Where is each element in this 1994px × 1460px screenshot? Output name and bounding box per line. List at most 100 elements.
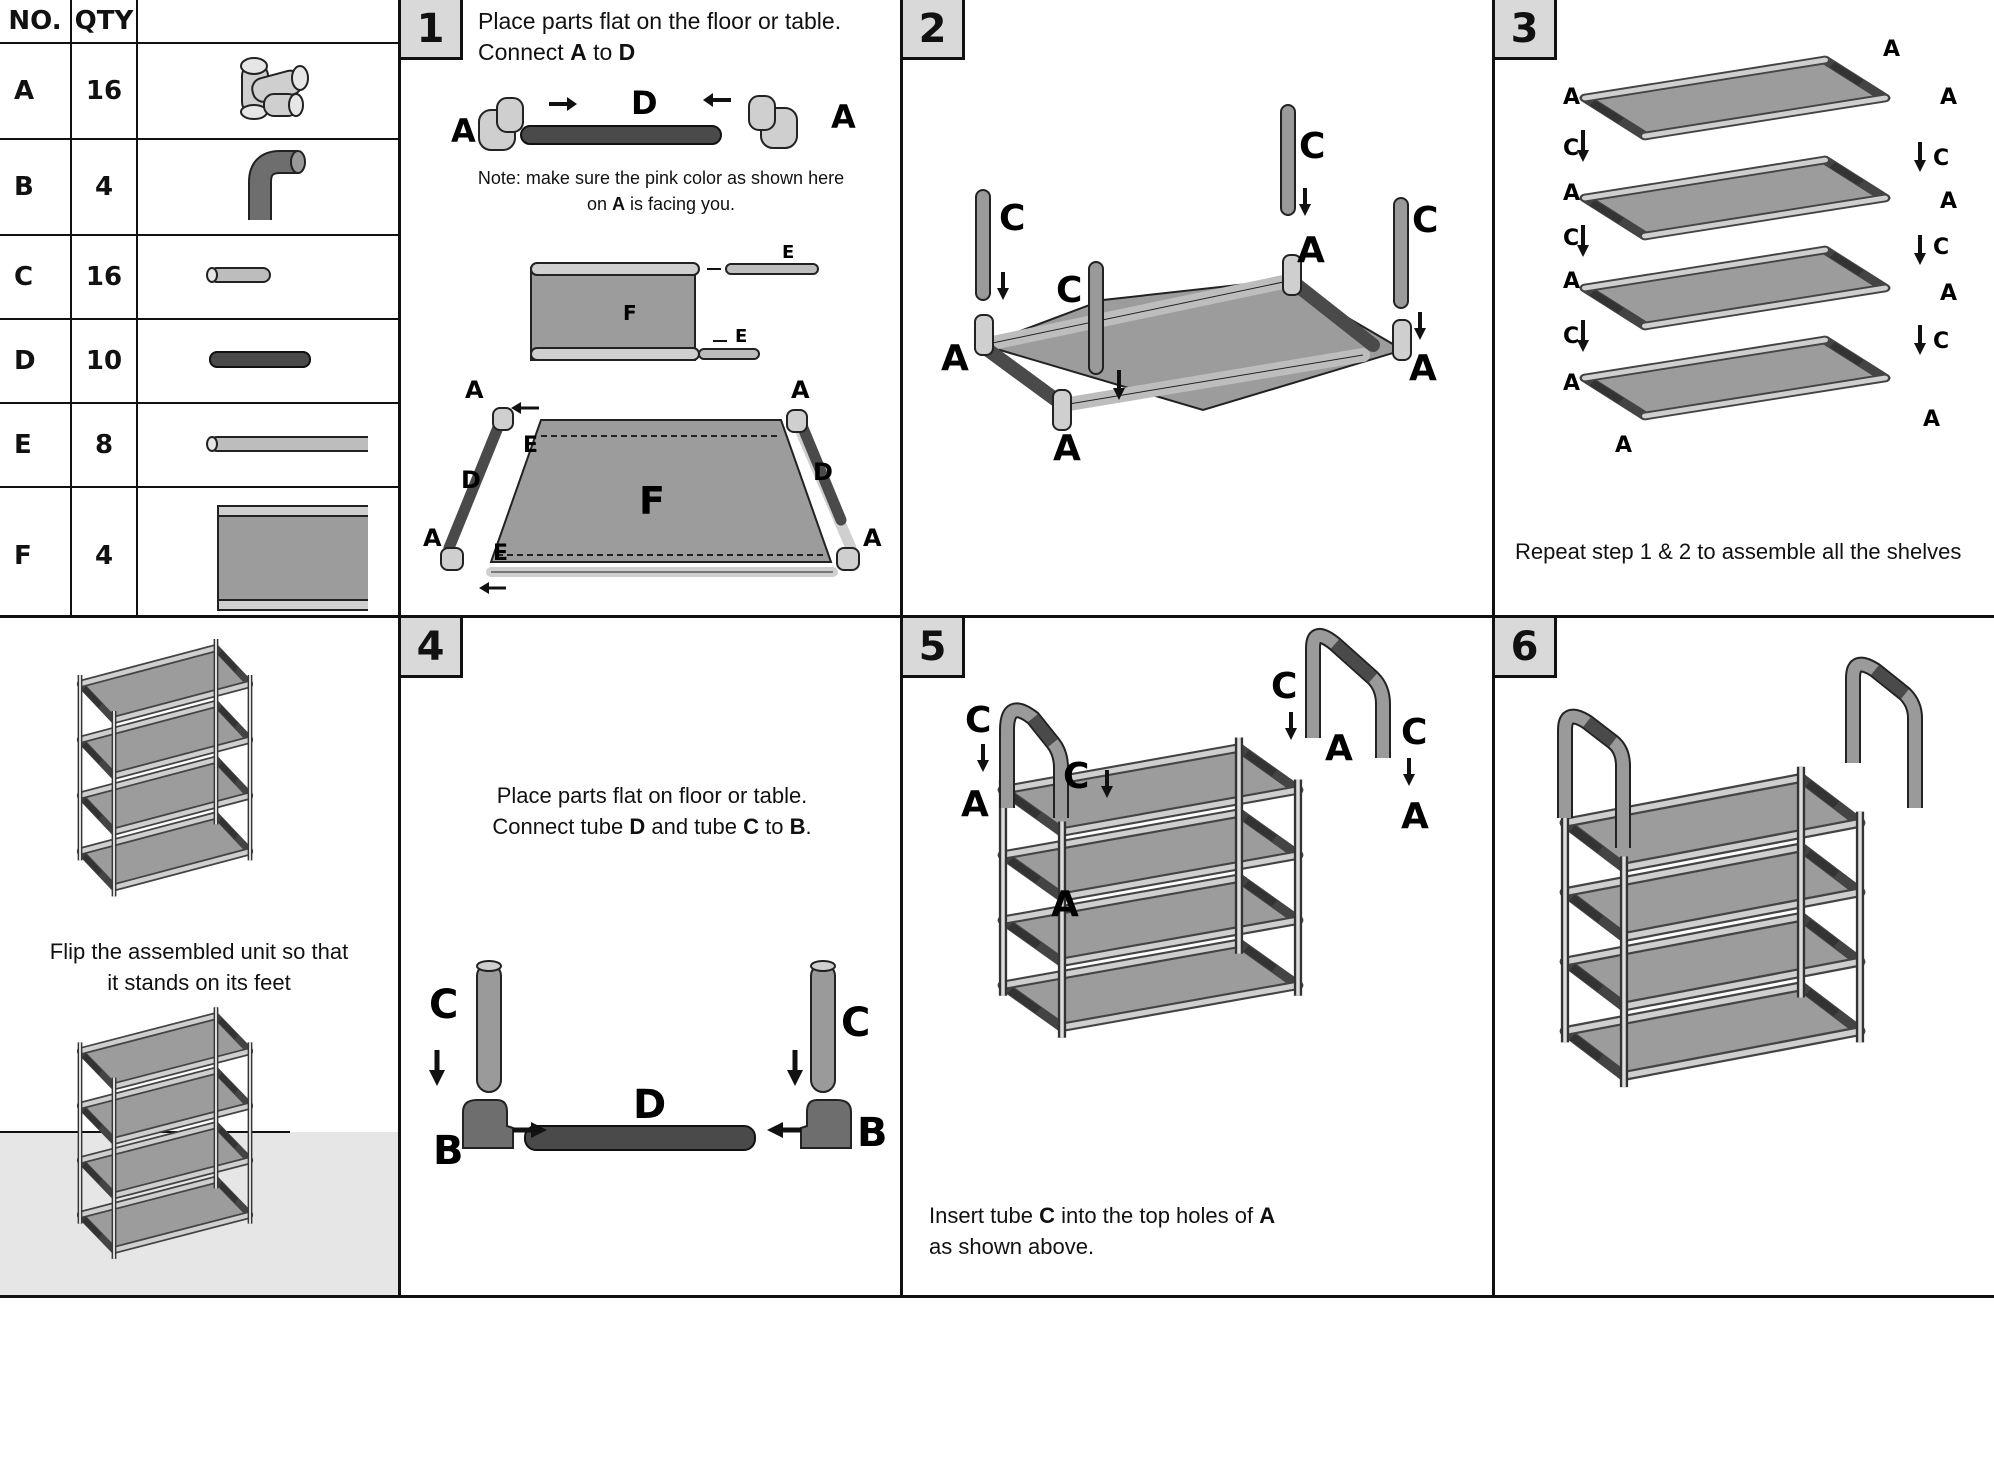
label-a: A bbox=[1563, 85, 1580, 110]
label-c: C bbox=[1933, 329, 1949, 354]
arrow-down-icon bbox=[1577, 245, 1589, 257]
step-number-badge: 6 bbox=[1495, 618, 1557, 678]
flip-panel: Flip the assembled unit so that it stand… bbox=[0, 618, 401, 1298]
arrow-left-icon bbox=[479, 582, 489, 594]
header-picture bbox=[136, 0, 398, 44]
step-6-illustration bbox=[1557, 656, 1923, 1298]
arrow-down-icon bbox=[429, 1070, 445, 1086]
table-row: D 10 bbox=[0, 318, 398, 404]
step-3-panel: 3 A A A C A C A C A C C C A A A bbox=[1495, 0, 1994, 618]
part-no: F bbox=[0, 486, 72, 615]
label-d: D bbox=[461, 466, 481, 494]
arrow-down-icon bbox=[977, 760, 989, 772]
label-a: A bbox=[423, 524, 442, 552]
elbow-connector-icon bbox=[136, 138, 398, 236]
short-tube-icon bbox=[136, 234, 398, 320]
fabric-f-icon bbox=[530, 267, 696, 361]
table-row: F 4 bbox=[0, 486, 398, 615]
parts-list-panel: NO. QTY A 16 bbox=[0, 0, 401, 618]
part-qty: 4 bbox=[70, 486, 138, 615]
label-c: C bbox=[965, 700, 991, 741]
arrow-left-icon bbox=[767, 1122, 783, 1138]
step-5-illustration: C C C C A A A A bbox=[961, 628, 1429, 1298]
table-row: A 16 bbox=[0, 42, 398, 140]
tube-c-icon bbox=[810, 963, 836, 1093]
part-no: C bbox=[0, 234, 72, 320]
header-no: NO. bbox=[0, 0, 72, 44]
label-e: E bbox=[493, 541, 508, 566]
label-a: A bbox=[1051, 884, 1079, 925]
part-no: E bbox=[0, 402, 72, 488]
label-d: D bbox=[631, 84, 658, 122]
label-c: C bbox=[1933, 146, 1949, 171]
tube-d-icon bbox=[524, 1125, 756, 1151]
label-c: C bbox=[1056, 270, 1082, 311]
arrow-down-icon bbox=[1113, 388, 1125, 400]
part-no: B bbox=[0, 138, 72, 236]
arrow-right-icon bbox=[567, 97, 577, 111]
label-a: A bbox=[961, 784, 989, 825]
connector-a-left-icon bbox=[478, 97, 524, 151]
label-a: A bbox=[1883, 37, 1900, 62]
part-qty: 8 bbox=[70, 402, 138, 488]
step-3-caption: Repeat step 1 & 2 to assemble all the sh… bbox=[1515, 539, 1962, 564]
arrow-left-icon bbox=[511, 402, 521, 414]
label-a: A bbox=[1940, 85, 1957, 110]
arrow-down-icon bbox=[1914, 253, 1926, 265]
label-c: C bbox=[1401, 712, 1427, 753]
label-c: C bbox=[1412, 200, 1438, 241]
label-c: C bbox=[999, 198, 1025, 239]
arrow-down-icon bbox=[1101, 786, 1113, 798]
label-e: E bbox=[523, 433, 538, 458]
part-qty: 10 bbox=[70, 318, 138, 404]
label-b: B bbox=[433, 1128, 464, 1174]
step-5-panel: 5 C C C C A A A A Insert tube C into the… bbox=[903, 618, 1495, 1298]
label-a: A bbox=[1297, 230, 1325, 271]
label-a: A bbox=[1615, 433, 1632, 458]
step-1-instruction: Place parts flat on the floor or table. … bbox=[478, 6, 841, 68]
label-c: C bbox=[1299, 126, 1325, 167]
label-a: A bbox=[1940, 189, 1957, 214]
step-2-panel: 2 C C C C A A A bbox=[903, 0, 1495, 618]
label-c: C bbox=[1271, 666, 1297, 707]
tube-c-icon bbox=[1393, 197, 1409, 309]
arrow-left-icon bbox=[703, 93, 713, 107]
parts-table: NO. QTY A 16 bbox=[0, 0, 398, 615]
label-a: A bbox=[1401, 796, 1429, 837]
label-a: A bbox=[465, 376, 484, 404]
table-row: B 4 bbox=[0, 138, 398, 236]
label-c: C bbox=[429, 982, 458, 1028]
dark-tube-icon bbox=[136, 318, 398, 404]
header-qty: QTY bbox=[70, 0, 138, 44]
step-1-note: Note: make sure the pink color as shown … bbox=[477, 168, 845, 214]
arrow-down-icon bbox=[1577, 340, 1589, 352]
step-number-badge: 4 bbox=[401, 618, 463, 678]
tube-d-icon bbox=[520, 125, 722, 145]
label-a: A bbox=[1563, 371, 1580, 396]
assembly-instructions-sheet: NO. QTY A 16 bbox=[0, 0, 1994, 1298]
fabric-shelf-icon bbox=[136, 486, 398, 615]
step-4-illustration: C C D B B bbox=[429, 960, 888, 1174]
label-a: A bbox=[941, 338, 969, 379]
label-c: C bbox=[841, 1000, 870, 1046]
step-4-panel: 4 Place parts flat on floor or table. Co… bbox=[401, 618, 903, 1298]
tube-c-icon bbox=[1088, 261, 1104, 375]
label-c: C bbox=[1563, 226, 1579, 251]
part-no: D bbox=[0, 318, 72, 404]
label-b: B bbox=[857, 1110, 888, 1156]
tube-c-icon bbox=[1280, 104, 1296, 216]
tube-d-assembled-icon bbox=[797, 422, 847, 526]
parts-table-header: NO. QTY bbox=[0, 0, 398, 44]
step-4-instruction: Place parts flat on floor or table. Conn… bbox=[492, 783, 812, 839]
flip-instruction: Flip the assembled unit so that it stand… bbox=[49, 939, 349, 995]
label-a: A bbox=[1053, 428, 1081, 469]
label-a: A bbox=[1409, 348, 1437, 389]
arrow-right-icon bbox=[531, 1122, 547, 1138]
label-c: C bbox=[1563, 136, 1579, 161]
step-number-badge: 3 bbox=[1495, 0, 1557, 60]
tube-e-icon bbox=[725, 263, 819, 275]
table-row: E 8 bbox=[0, 402, 398, 488]
part-no: A bbox=[0, 42, 72, 140]
finished-rack-icon bbox=[1565, 767, 1860, 1087]
arrow-down-icon bbox=[1414, 328, 1426, 340]
